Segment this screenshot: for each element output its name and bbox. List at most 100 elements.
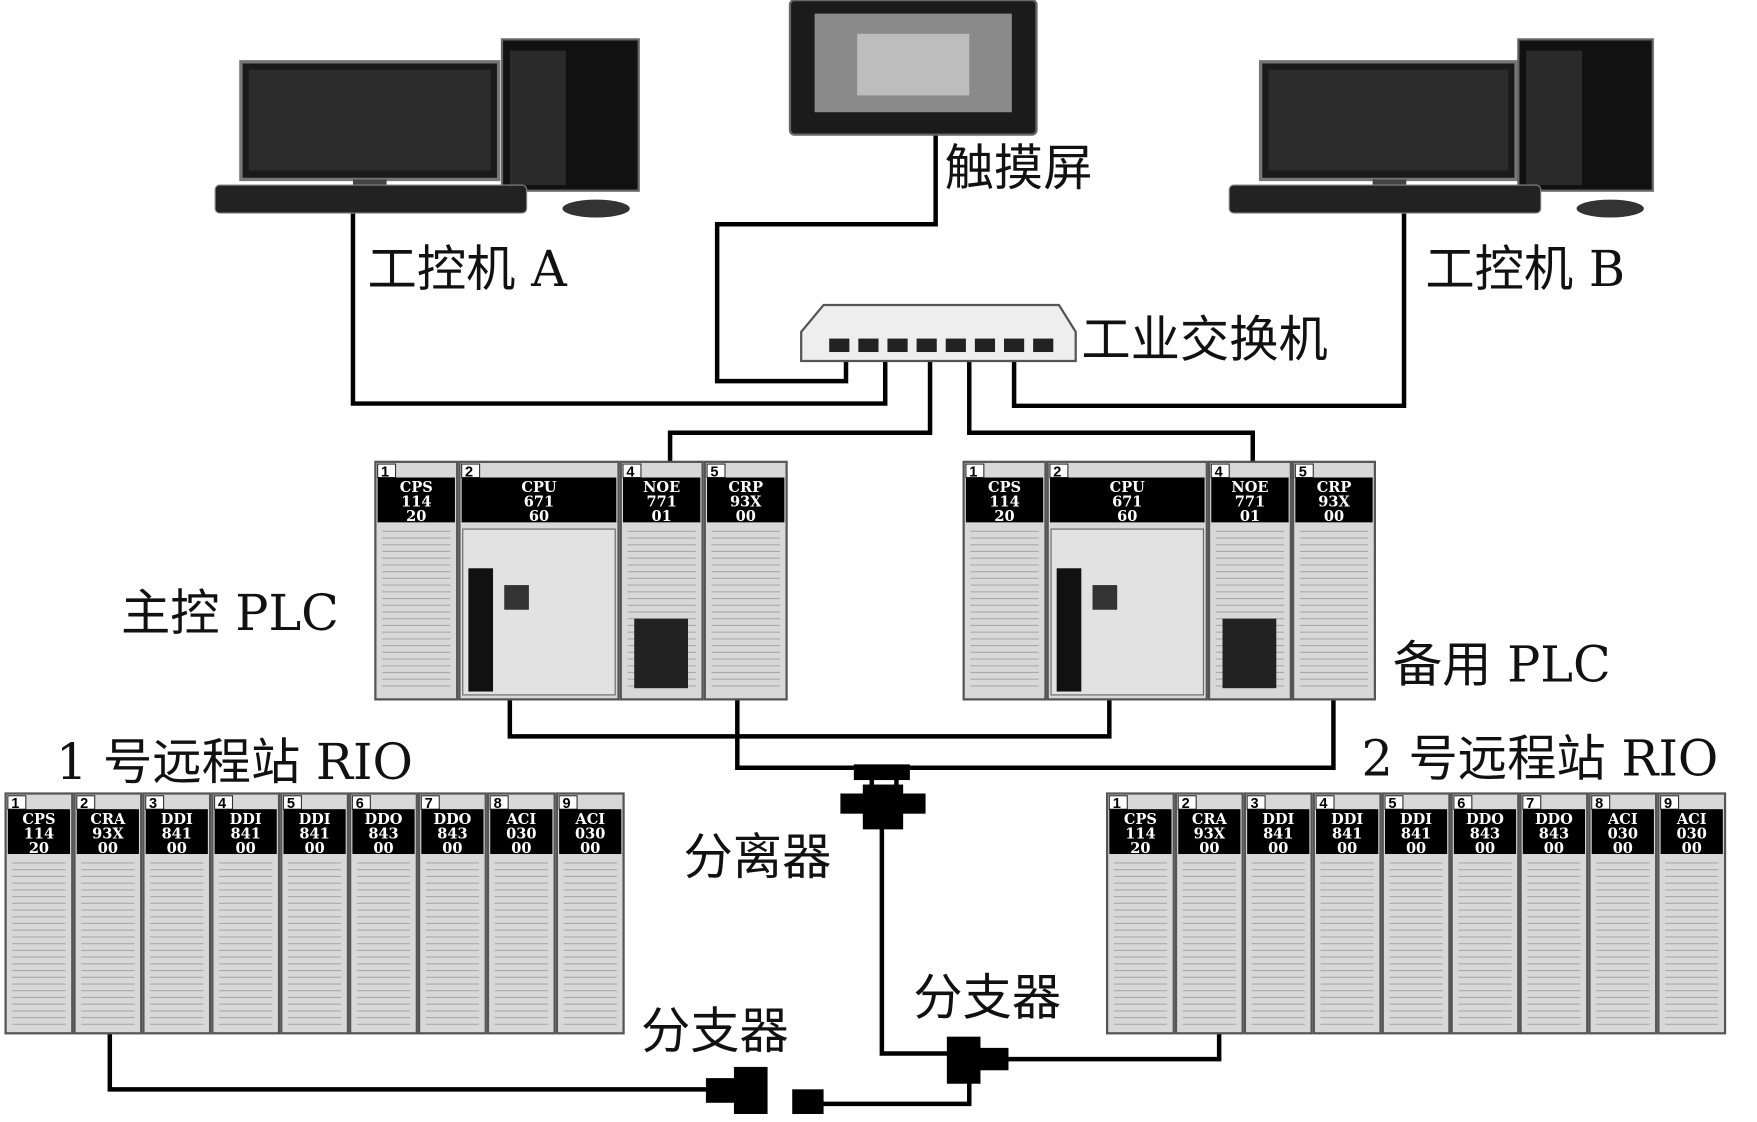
label-main-plc: 主控 PLC [121,584,339,642]
module-label: 00 [1682,840,1702,857]
module-label: ACI [505,811,536,828]
slot-number: 2 [1182,796,1190,812]
slot-number: 5 [710,464,718,480]
slot-number: 4 [1319,796,1328,812]
module-label: DDI [1331,811,1363,828]
module-label: 20 [406,508,426,525]
module-label: 114 [1125,825,1155,842]
switch-port [1004,338,1025,353]
label-backup-plc: 备用 PLC [1393,635,1611,693]
switch-port [974,338,996,353]
module-label: 60 [1117,508,1137,525]
switch-port [1033,338,1054,353]
module-label: 00 [1613,840,1633,857]
switch-port [858,338,879,353]
module-label: 843 [437,825,467,842]
module-label: NOE [1231,479,1268,496]
module-label: DDO [365,811,403,828]
ipc-a [214,38,640,218]
module-label: 841 [1263,825,1293,842]
slot-number: 8 [494,796,502,812]
keyboard-a [214,184,528,214]
slot-number: 3 [1251,796,1259,812]
label-touchscreen: 触摸屏 [945,139,1093,197]
module-label: 030 [575,825,605,842]
wire-cpu-sync [507,697,1112,739]
module-label: 00 [236,840,256,857]
module-label: 93X [730,494,762,511]
module-label: 00 [1544,840,1564,857]
module-label: 030 [506,825,536,842]
slot-number: 9 [1664,796,1672,812]
module-label: 030 [1608,825,1638,842]
slot-number: 6 [356,796,364,812]
module-label: 00 [511,840,531,857]
slot-number: 7 [425,796,433,812]
module-label: 841 [1332,825,1362,842]
module-label: 93X [1318,494,1350,511]
module-label: DDO [433,811,471,828]
module-label: 843 [1470,825,1500,842]
slot-number: 2 [1053,464,1061,480]
switch-port [945,338,966,353]
module-label: ACI [1607,811,1638,828]
module-label: 00 [167,840,187,857]
module-label: 671 [1112,494,1142,511]
module-label: DDI [1262,811,1294,828]
module-label: CPS [988,479,1021,496]
module-label: 00 [580,840,600,857]
switch-port [916,338,937,353]
module-label: 20 [994,508,1014,525]
slot-number: 4 [626,464,635,480]
wire-rio1-branch1 [107,1031,712,1092]
module-label: DDI [1400,811,1432,828]
module-label: 841 [230,825,260,842]
module-label: 20 [1130,840,1150,857]
wire-ipc-a-switch [350,213,888,406]
module-label: 00 [1199,840,1219,857]
module-label: 00 [1406,840,1426,857]
module-label: CRA [90,811,126,828]
wire-branch2-branch1 [806,1081,972,1107]
slot-number: 3 [149,796,157,812]
module-label: 01 [1240,508,1260,525]
slot-number: 1 [969,464,977,480]
module-label: 00 [1337,840,1357,857]
module-label: DDI [230,811,262,828]
module-label: 93X [1194,825,1226,842]
module-label: CRP [728,479,763,496]
module-label: 00 [1324,508,1344,525]
mouse-b [1576,199,1644,218]
wires [107,134,1407,1107]
slot-number: 1 [381,464,389,480]
slot-number: 4 [1215,464,1224,480]
slot-number: 7 [1526,796,1534,812]
module-label: ACI [1676,811,1707,828]
module-label: 843 [368,825,398,842]
slot-number: 5 [1388,796,1396,812]
wire-switch-backup-plc [967,360,1255,466]
slot-number: 4 [218,796,227,812]
slot-number: 8 [1595,796,1603,812]
slot-number: 6 [1457,796,1465,812]
module-label: 01 [652,508,672,525]
